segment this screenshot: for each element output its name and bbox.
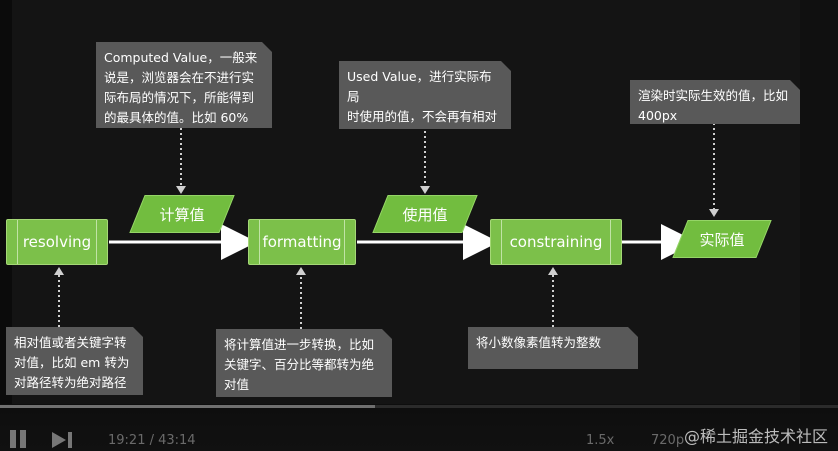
playback-time: 19:21 / 43:14 bbox=[108, 433, 196, 448]
arrowhead-actual bbox=[709, 209, 719, 217]
video-progress-bar[interactable] bbox=[0, 405, 838, 408]
actual-value-label: 实际值 bbox=[699, 230, 745, 249]
resolving-note-line-2: 对值，比如 em 转为 bbox=[14, 355, 130, 370]
arrowhead-formatting bbox=[296, 267, 306, 275]
next-icon[interactable] bbox=[52, 432, 66, 448]
playback-speed[interactable]: 1.5x bbox=[586, 433, 615, 448]
formatting-process-box: formatting bbox=[248, 219, 356, 265]
resolving-note: 相对值或者关键字转 对值，比如 em 转为 对路径转为绝对路径 bbox=[6, 327, 143, 395]
actual-note-line-2: 400px bbox=[638, 108, 678, 123]
actual-note-line-1: 渲染时实际生效的值，比如 bbox=[638, 88, 789, 103]
used-note-line-1: Used Value，进行实际布局 bbox=[347, 69, 492, 104]
constraining-label: constraining bbox=[509, 233, 603, 251]
next-bar-icon bbox=[68, 432, 72, 448]
arrowhead-resolving bbox=[54, 267, 64, 275]
actual-value-parallelogram: 实际值 bbox=[672, 220, 772, 258]
video-progress-fill bbox=[0, 405, 375, 408]
used-value-parallelogram: 使用值 bbox=[372, 195, 478, 233]
right-side-panel bbox=[800, 0, 838, 451]
computed-note-line-4: 的最具体的值。比如 60% bbox=[104, 110, 249, 125]
constraining-process-box: constraining bbox=[490, 219, 622, 265]
video-quality[interactable]: 720p bbox=[651, 433, 685, 448]
constraining-note: 将小数像素值转为整数 bbox=[468, 327, 638, 369]
computed-note-line-1: Computed Value，一般来 bbox=[104, 50, 258, 65]
constraining-note-line-1: 将小数像素值转为整数 bbox=[476, 335, 602, 350]
video-controls-bar bbox=[0, 404, 838, 451]
resolving-label: resolving bbox=[22, 233, 92, 251]
computed-note-line-3: 际布局的情况下，所能得到 bbox=[104, 90, 255, 105]
formatting-note-line-2: 关键字、百分比等都转为绝 bbox=[224, 357, 375, 372]
arrowhead-constraining bbox=[548, 267, 558, 275]
computed-note-line-2: 说是，浏览器会在不进行实 bbox=[104, 70, 255, 85]
resolving-process-box: resolving bbox=[6, 219, 108, 265]
computed-value-label: 计算值 bbox=[159, 205, 205, 224]
computed-value-parallelogram: 计算值 bbox=[129, 195, 235, 233]
resolving-note-line-1: 相对值或者关键字转 bbox=[14, 335, 127, 350]
arrowhead-used bbox=[420, 186, 430, 194]
formatting-label: formatting bbox=[262, 233, 342, 251]
used-note-line-2: 时使用的值，不会再有相对 bbox=[347, 109, 498, 124]
arrowhead-computed bbox=[176, 186, 186, 194]
resolving-note-line-3: 对路径转为绝对路径 bbox=[14, 375, 127, 390]
formatting-note-line-3: 对值 bbox=[224, 377, 250, 392]
watermark: @稀土掘金技术社区 bbox=[683, 427, 828, 446]
pause-icon[interactable] bbox=[10, 430, 16, 448]
used-value-label: 使用值 bbox=[402, 205, 448, 224]
actual-value-note: 渲染时实际生效的值，比如 400px bbox=[630, 80, 800, 124]
formatting-note: 将计算值进一步转换，比如 关键字、百分比等都转为绝 对值 bbox=[216, 329, 392, 397]
used-value-note: Used Value，进行实际布局 时使用的值，不会再有相对 值或关键字。比如 … bbox=[339, 61, 511, 129]
formatting-note-line-1: 将计算值进一步转换，比如 bbox=[224, 337, 375, 352]
computed-value-note: Computed Value，一般来 说是，浏览器会在不进行实 际布局的情况下，… bbox=[96, 42, 272, 128]
